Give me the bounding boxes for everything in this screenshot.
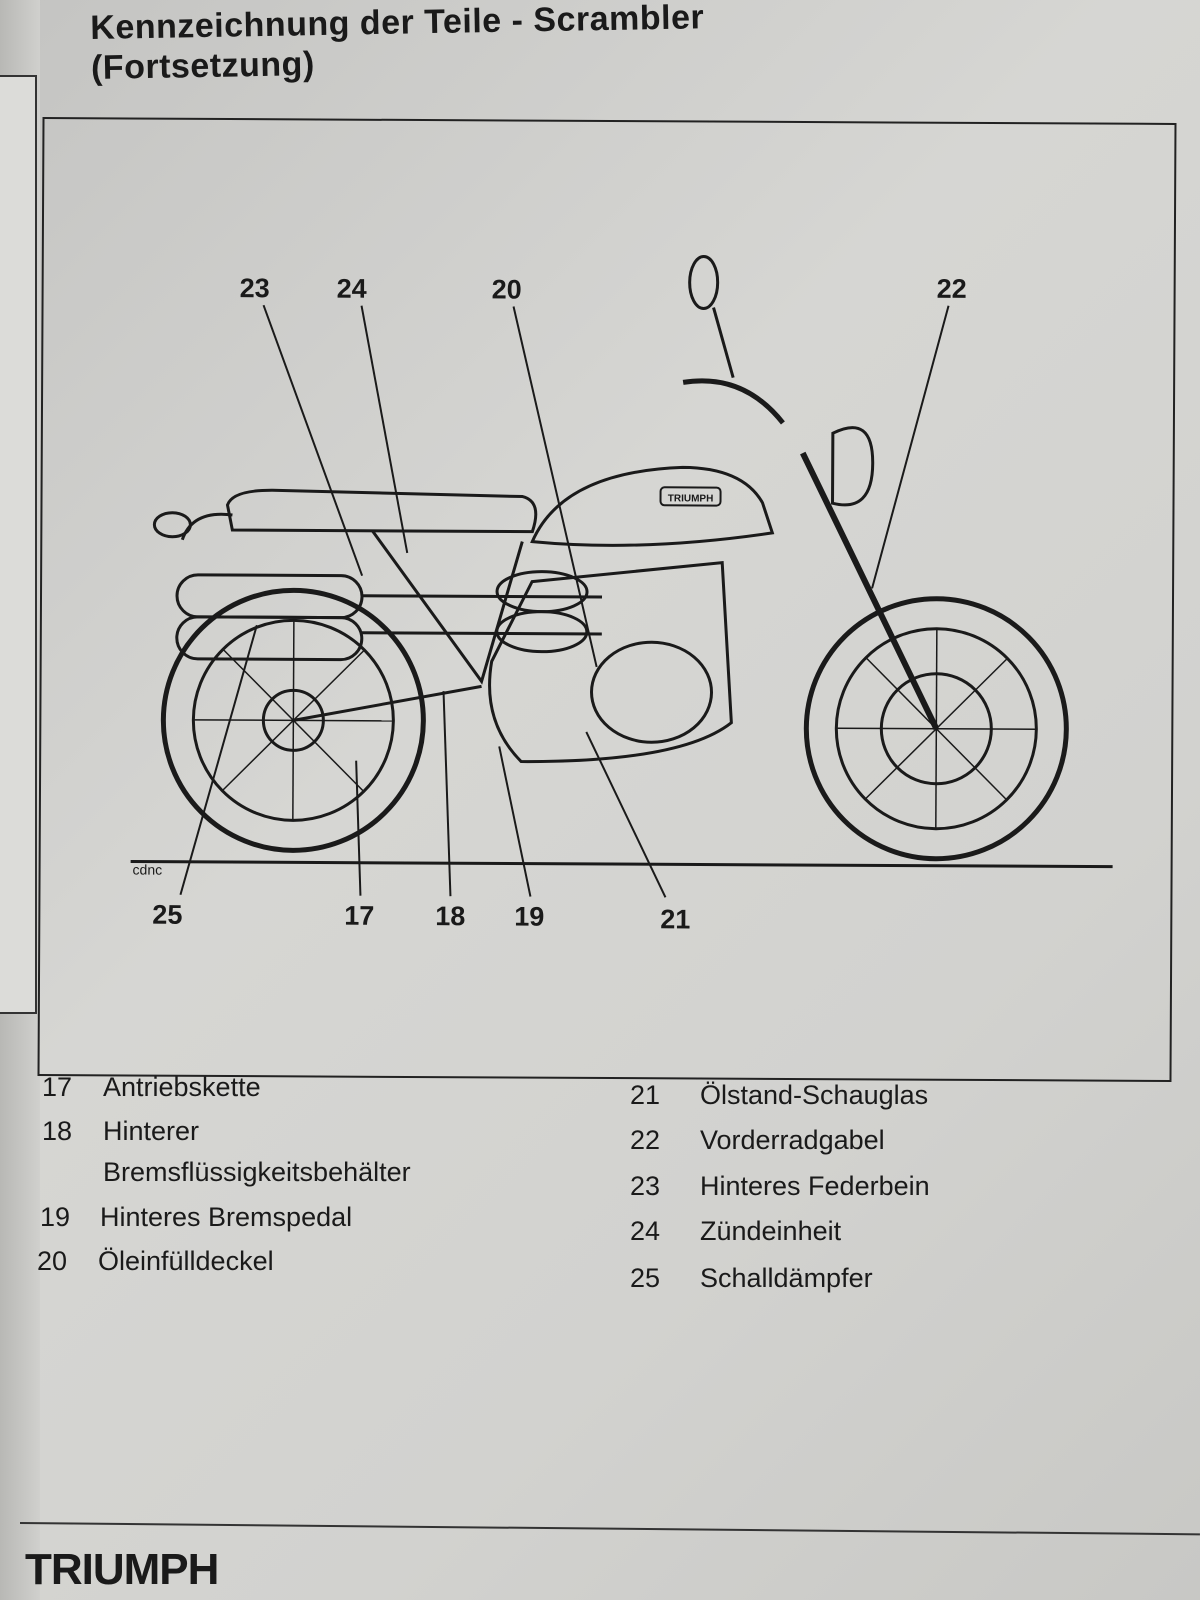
- legend-num: 20: [37, 1246, 68, 1276]
- motorcycle-illustration: TRIUMPH: [130, 255, 1113, 898]
- legend-num: 19: [40, 1202, 71, 1232]
- figure-code: cdnc: [132, 861, 163, 878]
- callout-24: 24: [336, 273, 367, 304]
- legend-label-continued: Bremsflüssigkeitsbehälter: [103, 1157, 411, 1187]
- frame: [293, 529, 524, 722]
- mirror: [688, 255, 720, 311]
- legend-label: Hinteres Bremspedal: [100, 1202, 353, 1232]
- legend-label: Ölstand-Schauglas: [700, 1080, 929, 1110]
- callout-17: 17: [344, 900, 375, 931]
- legend-num: 22: [630, 1125, 661, 1155]
- tank-badge: [659, 486, 722, 507]
- motorcycle-figure: TRIUMPH 23: [37, 117, 1177, 1082]
- callout-23: 23: [239, 273, 270, 304]
- legend-num: 18: [42, 1116, 73, 1146]
- headlight: [831, 426, 875, 507]
- legend-num: 25: [630, 1263, 661, 1293]
- legend-label: Hinteres Federbein: [700, 1171, 930, 1201]
- callout-19: 19: [514, 901, 545, 932]
- legend-label: Hinterer: [103, 1116, 200, 1146]
- handlebar: [682, 378, 785, 425]
- legend-label: Zündeinheit: [700, 1216, 842, 1246]
- legend-num: 21: [630, 1080, 661, 1110]
- rear-wheel: [160, 587, 426, 853]
- fuel-tank: [530, 465, 775, 547]
- legend-num: 17: [42, 1072, 73, 1102]
- front-wheel: [803, 596, 1069, 862]
- lower-silencer: [175, 615, 364, 662]
- turn-signal: [152, 511, 192, 539]
- callout-20: 20: [491, 274, 522, 305]
- legend-label: Öleinfülldeckel: [98, 1246, 274, 1276]
- tank-brand: TRIUMPH: [668, 493, 714, 504]
- page-title: Kennzeichnung der Teile - Scrambler (For…: [90, 0, 705, 88]
- legend-num: 24: [630, 1216, 661, 1246]
- seat: [225, 488, 538, 534]
- callout-lines: [179, 304, 950, 898]
- legend-label: Schalldämpfer: [700, 1263, 873, 1293]
- legend-label: Antriebskette: [103, 1072, 261, 1102]
- ground-line: [130, 860, 1113, 869]
- callout-25: 25: [152, 899, 183, 930]
- legend-num: 23: [630, 1171, 661, 1201]
- front-fork: [800, 451, 940, 731]
- footer-brand-logo: TRIUMPH: [25, 1545, 219, 1594]
- callout-18: 18: [435, 901, 466, 932]
- callout-22: 22: [936, 273, 967, 304]
- adjacent-page-frame: [0, 75, 37, 1014]
- engine-cover: [590, 640, 714, 744]
- engine: [488, 560, 733, 764]
- legend-label: Vorderradgabel: [700, 1125, 885, 1155]
- footer-rule: [19, 1522, 1200, 1536]
- callout-21: 21: [660, 904, 691, 935]
